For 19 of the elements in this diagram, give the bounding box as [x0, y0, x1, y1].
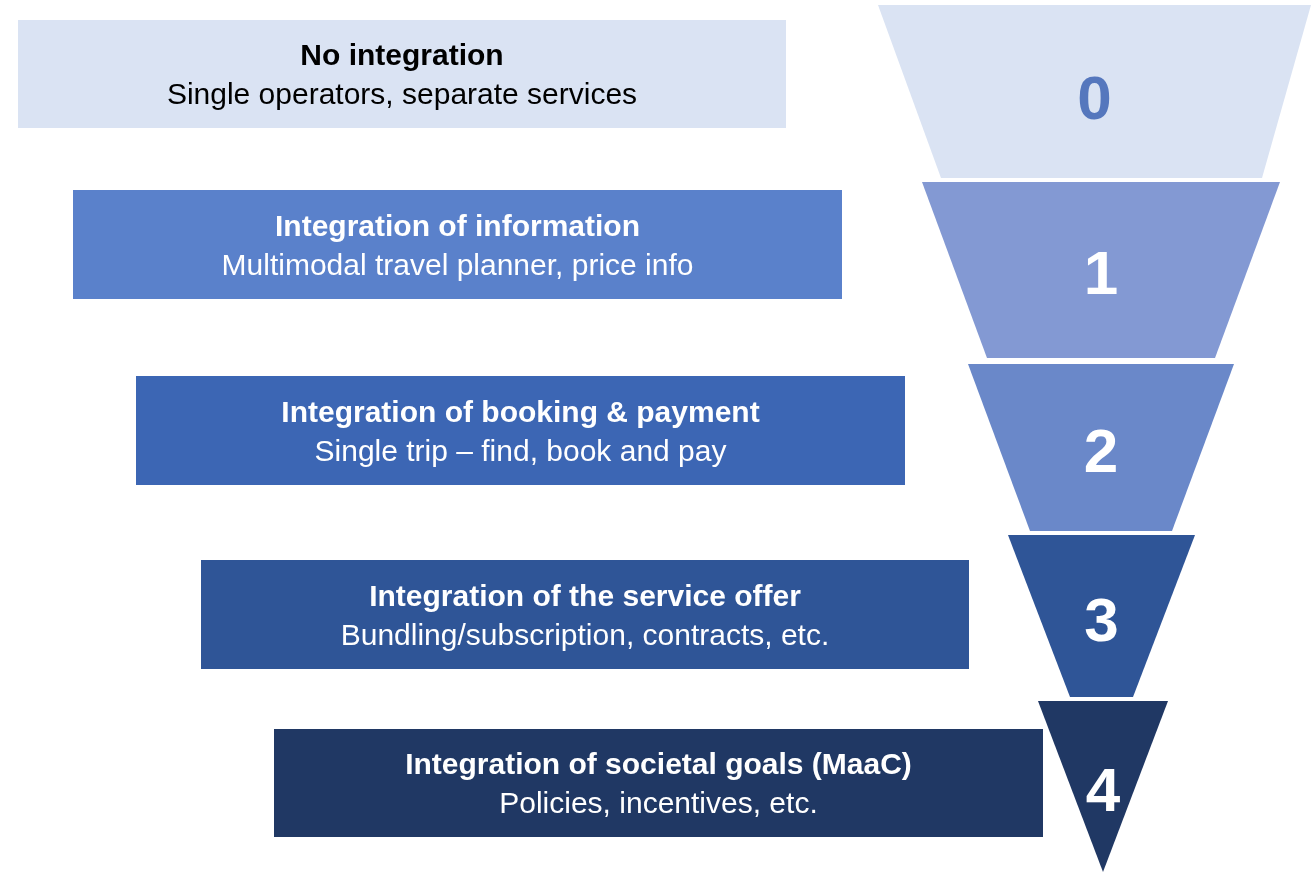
level-box [136, 376, 905, 485]
level-number: 1 [1082, 242, 1120, 304]
level-box [18, 20, 786, 128]
level-number: 0 [1076, 67, 1113, 129]
level-box [201, 560, 969, 669]
level-heading: No integration [300, 37, 504, 73]
level-heading: Integration of information [275, 207, 640, 244]
level-box [73, 190, 842, 299]
level-description: Multimodal travel planner, price info [221, 246, 694, 283]
level-number: 3 [1083, 589, 1120, 651]
level-description: Single operators, separate services [166, 76, 638, 112]
level-number: 2 [1082, 420, 1120, 482]
level-description: Bundling/subscription, contracts, etc. [340, 616, 830, 653]
level-heading: Integration of societal goals (MaaC) [405, 746, 912, 782]
level-description: Policies, incentives, etc. [499, 785, 818, 821]
level-description: Single trip – find, book and pay [314, 432, 727, 469]
level-heading: Integration of booking & payment [281, 393, 760, 430]
level-number: 4 [1084, 759, 1122, 821]
level-heading: Integration of the service offer [369, 577, 801, 614]
